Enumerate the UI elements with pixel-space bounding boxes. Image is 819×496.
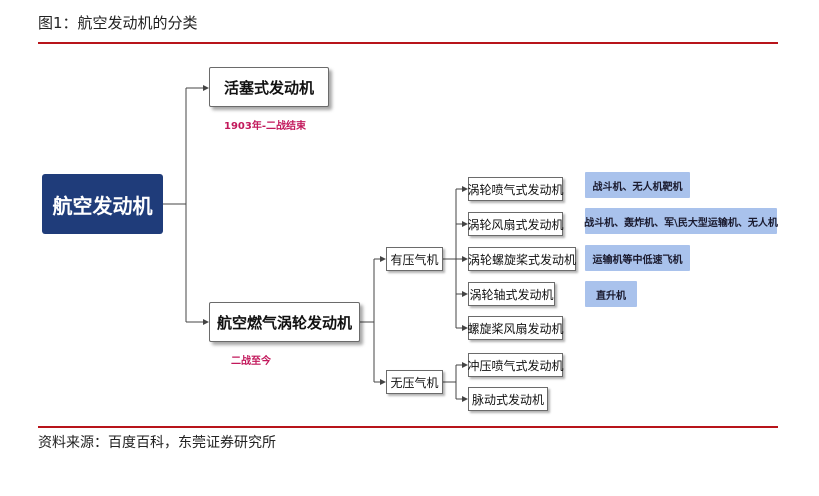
bottom-rule	[38, 426, 778, 428]
ramjet-node: 冲压喷气式发动机	[468, 353, 564, 377]
turbine-era-label: 二战至今	[231, 356, 271, 367]
compressed-node: 有压气机	[386, 247, 443, 271]
turboprop-use: 运输机等中低速飞机	[585, 245, 690, 271]
turboshaft-node: 涡轮轴式发动机	[468, 282, 555, 306]
turbojet-node: 涡轮喷气式发动机	[468, 177, 564, 201]
turbojet-use: 战斗机、无人机靶机	[585, 172, 690, 198]
turboprop-node: 涡轮螺旋桨式发动机	[468, 247, 576, 271]
source-note: 资料来源：百度百科，东莞证券研究所	[38, 435, 276, 451]
root-node: 航空发动机	[42, 174, 163, 234]
pulsejet-node: 脉动式发动机	[468, 387, 548, 411]
piston-era-label: 1903年-二战结束	[224, 121, 306, 132]
turbofan-node: 涡轮风扇式发动机	[468, 212, 564, 236]
piston-engine-node: 活塞式发动机	[209, 67, 329, 107]
turboshaft-use: 直升机	[585, 281, 637, 307]
turbine-engine-node: 航空燃气涡轮发动机	[209, 302, 360, 342]
turbofan-use: 战斗机、轰炸机、军\民大型运输机、无人机	[584, 208, 778, 234]
propfan-node: 螺旋桨风扇发动机	[468, 316, 564, 340]
figure-title: 图1：航空发动机的分类	[38, 14, 198, 32]
top-rule	[38, 42, 778, 44]
uncompressed-node: 无压气机	[386, 370, 443, 394]
